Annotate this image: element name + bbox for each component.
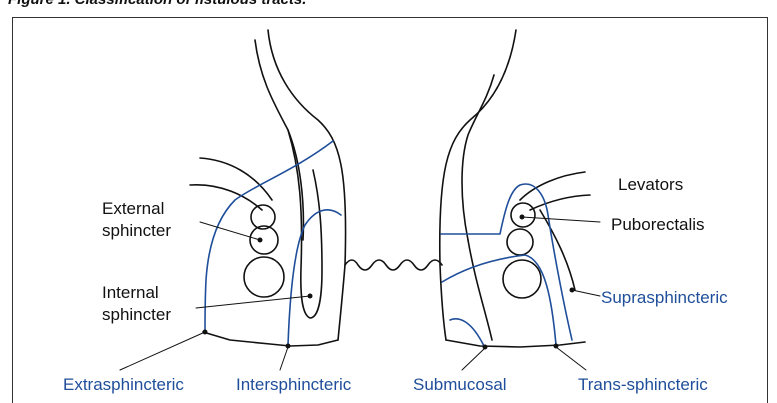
external-sphincter-label-1: External <box>102 199 164 218</box>
external-sphincter-label-2: sphincter <box>102 221 171 240</box>
suprasphincteric-leader <box>572 290 600 296</box>
intersphincteric-leader <box>280 347 288 370</box>
right-sphincter-ring-2 <box>507 229 533 255</box>
puborectalis-anchor <box>520 215 525 220</box>
submucosal-label: Submucosal <box>413 375 507 394</box>
suprasphincteric-anchor <box>570 288 575 293</box>
internal-sphincter-label-1: Internal <box>102 283 159 302</box>
right-anal-wall-outer <box>440 30 516 340</box>
trans-sphincteric-label: Trans-sphincteric <box>578 375 708 394</box>
submucosal-anchor <box>483 345 488 350</box>
external-sphincter-ring-2 <box>250 226 278 254</box>
left-perianal-skin <box>203 332 338 346</box>
external-sphincter-ring-3 <box>244 257 284 297</box>
right-internal-sphincter <box>468 240 492 340</box>
suprasphincteric-label: Suprasphincteric <box>601 288 728 307</box>
trans-sphincteric-anchor <box>554 344 559 349</box>
extrasphincteric-tract <box>205 141 333 332</box>
intersphincteric-label: Intersphincteric <box>236 375 352 394</box>
extrasphincteric-label: Extrasphincteric <box>63 375 184 394</box>
external-sphincter-anchor <box>258 238 263 243</box>
internal-sphincter-label-2: sphincter <box>102 305 171 324</box>
submucosal-leader <box>462 348 485 370</box>
right-sphincter-ring-3 <box>503 260 541 298</box>
intersphincteric-anchor <box>286 344 291 349</box>
anal-canal-zigzag <box>345 260 442 270</box>
extrasphincteric-anchor <box>203 330 208 335</box>
intersphincteric-tract <box>288 210 341 345</box>
trans-sphincteric-tract <box>442 255 556 345</box>
right-perianal-skin <box>446 340 585 347</box>
external-sphincter-leader <box>200 222 260 240</box>
right-levator-line-2 <box>530 195 590 210</box>
levators-label: Levators <box>618 175 683 194</box>
puborectalis-label: Puborectalis <box>611 215 705 234</box>
left-levator-line-2 <box>190 185 262 210</box>
extrasphincteric-leader <box>120 332 205 370</box>
internal-sphincter-leader <box>196 296 310 308</box>
left-anal-wall-outer <box>268 30 346 340</box>
right-lateral-contour <box>540 210 575 290</box>
trans-sphincteric-leader <box>556 347 586 370</box>
internal-sphincter-anchor <box>308 294 313 299</box>
